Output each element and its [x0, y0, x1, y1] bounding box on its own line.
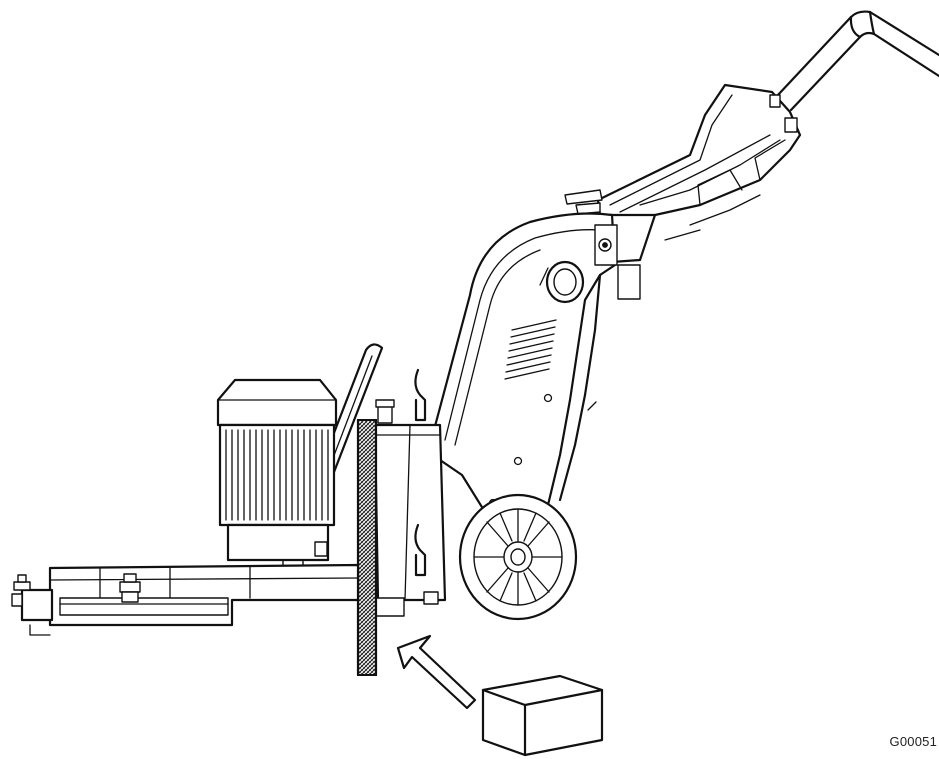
transport-wheel — [458, 493, 578, 621]
wall-bracket — [373, 368, 447, 617]
motor — [216, 378, 338, 562]
wall — [356, 418, 378, 677]
grinding-head — [11, 563, 360, 636]
figure-code: G00051 — [889, 734, 937, 749]
machine-handle — [775, 10, 939, 112]
insert-arrow — [396, 634, 477, 710]
handle-console — [564, 83, 802, 264]
support-block — [481, 674, 604, 757]
main-frame — [428, 212, 641, 602]
